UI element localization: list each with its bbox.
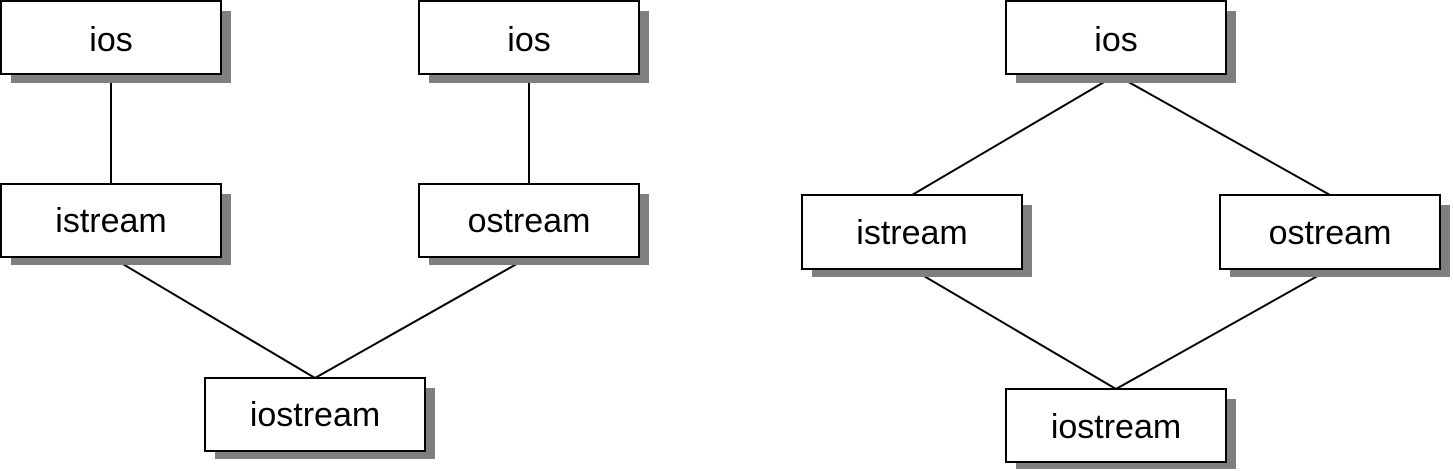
node-ios-label: ios: [1094, 21, 1137, 59]
node-ios-left: ios: [0, 0, 231, 83]
node-ios-right: ios: [418, 0, 649, 83]
edge-ostream-iostream: [314, 256, 530, 379]
node-istream-label: istream: [55, 202, 166, 240]
node-ostream: ostream: [418, 183, 649, 265]
node-iostream: iostream: [204, 377, 435, 459]
edge-istream-iostream: [110, 256, 316, 379]
edge-istream-iostream: [911, 268, 1117, 390]
node-ostream-label: ostream: [468, 202, 591, 240]
node-iostream-label: iostream: [250, 396, 380, 434]
diagram-virtual-inheritance: ios istream ostream iostream: [801, 0, 1450, 469]
diagram-nonvirtual-inheritance: ios ios istream ostream iostream: [0, 0, 649, 459]
node-ios-right-label: ios: [507, 21, 550, 59]
node-ios-left-label: ios: [89, 21, 132, 59]
node-istream-label: istream: [856, 214, 967, 252]
edge-ios-ostream: [1115, 74, 1331, 196]
node-ostream-label: ostream: [1269, 214, 1392, 252]
node-istream: istream: [0, 183, 231, 265]
node-iostream-label: iostream: [1051, 408, 1181, 446]
node-iostream: iostream: [1005, 388, 1236, 469]
node-ios: ios: [1005, 0, 1236, 83]
node-ostream: ostream: [1219, 194, 1450, 277]
node-istream: istream: [801, 194, 1032, 277]
edge-ios-istream: [911, 74, 1117, 196]
edge-ostream-iostream: [1115, 268, 1331, 390]
